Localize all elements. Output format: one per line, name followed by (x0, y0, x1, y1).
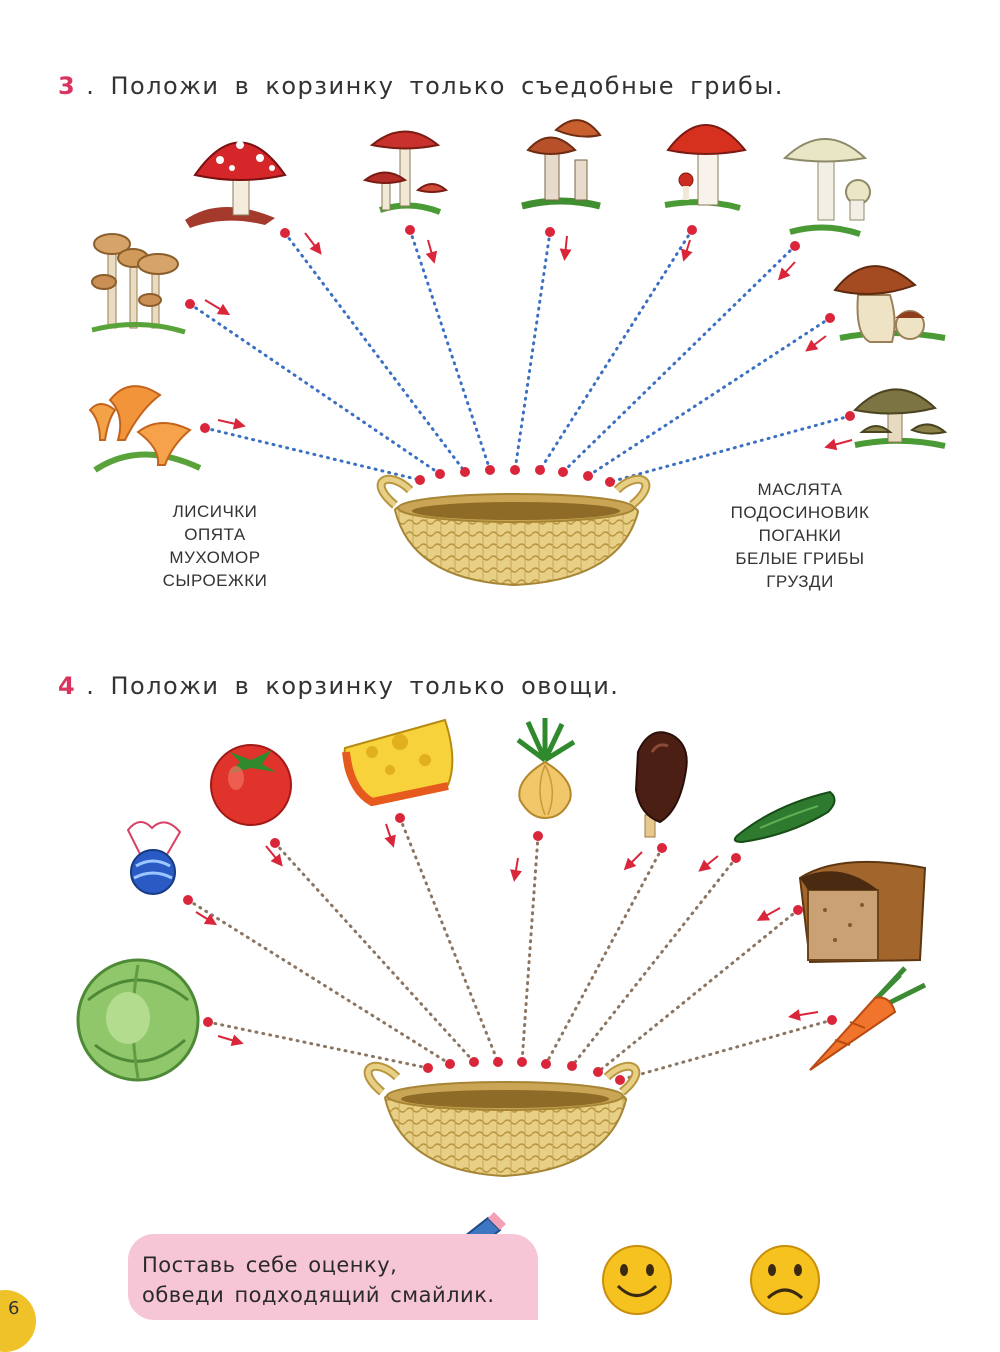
item-path-arrows (195, 823, 819, 1047)
name-item: БЕЛЫЕ ГРИБЫ (735, 549, 865, 568)
cabbage-icon (76, 958, 200, 1082)
task3-number: 3 (58, 72, 77, 100)
illustration-canvas (76, 119, 948, 1315)
name-item: МАСЛЯТА (757, 480, 843, 499)
porcini-icon (782, 138, 871, 237)
name-item: ЛИСИЧКИ (172, 502, 258, 521)
name-item: МУХОМОР (169, 548, 261, 567)
task4-title: 4 . Положи в корзинку только овощи. (58, 672, 619, 700)
death-cap-icon (664, 124, 747, 211)
task3-text: . Положи в корзинку только съедобные гри… (86, 72, 784, 100)
task4-number: 4 (58, 672, 77, 700)
mushroom-path-dots (185, 225, 855, 487)
mushroom-names-left: ЛИСИЧКИ ОПЯТА МУХОМОР СЫРОЕЖКИ (150, 500, 280, 592)
item-path-dots (183, 813, 837, 1085)
vegetable-basket (363, 1061, 641, 1178)
russula-icon (362, 130, 449, 215)
name-item: СЫРОЕЖКИ (162, 571, 268, 590)
milk-cap-icon (852, 388, 948, 449)
sad-smiley-icon[interactable] (750, 1245, 820, 1315)
mushroom-path-arrows (204, 232, 853, 451)
cucumber-icon (733, 790, 836, 844)
white-mushroom-icon (833, 265, 946, 343)
bread-icon (798, 860, 927, 964)
mushroom-paths (188, 228, 852, 484)
mushroom-basket (376, 474, 651, 587)
name-item: ГРУЗДИ (766, 572, 834, 591)
mushroom-names-right: МАСЛЯТА ПОДОСИНОВИК ПОГАНКИ БЕЛЫЕ ГРИБЫ … (720, 478, 880, 593)
item-paths (186, 816, 834, 1082)
tomato-icon (210, 744, 292, 826)
red-boletus-icon (521, 119, 602, 210)
fly-agaric-icon (185, 132, 287, 228)
grade-box (128, 1234, 538, 1320)
onion-icon (516, 718, 576, 820)
honey-mushrooms-icon (91, 233, 186, 335)
cheese-icon (342, 718, 454, 807)
grade-instruction: Поставь себе оценку, обведи подходящий с… (142, 1250, 495, 1310)
page-number: 6 (8, 1298, 20, 1319)
task4-text: . Положи в корзинку только овощи. (86, 672, 620, 700)
name-item: ПОГАНКИ (758, 526, 842, 545)
name-item: ПОДОСИНОВИК (730, 503, 870, 522)
grade-line-1: Поставь себе оценку, (142, 1253, 398, 1277)
name-item: ОПЯТА (184, 525, 246, 544)
candy-icon (126, 821, 182, 895)
happy-smiley-icon[interactable] (602, 1245, 672, 1315)
grade-line-2: обведи подходящий смайлик. (142, 1283, 495, 1307)
task3-title: 3 . Положи в корзинку только съедобные гр… (58, 72, 784, 100)
ice-cream-icon (634, 731, 688, 838)
chanterelles-icon (88, 385, 202, 473)
carrot-icon (809, 966, 927, 1071)
